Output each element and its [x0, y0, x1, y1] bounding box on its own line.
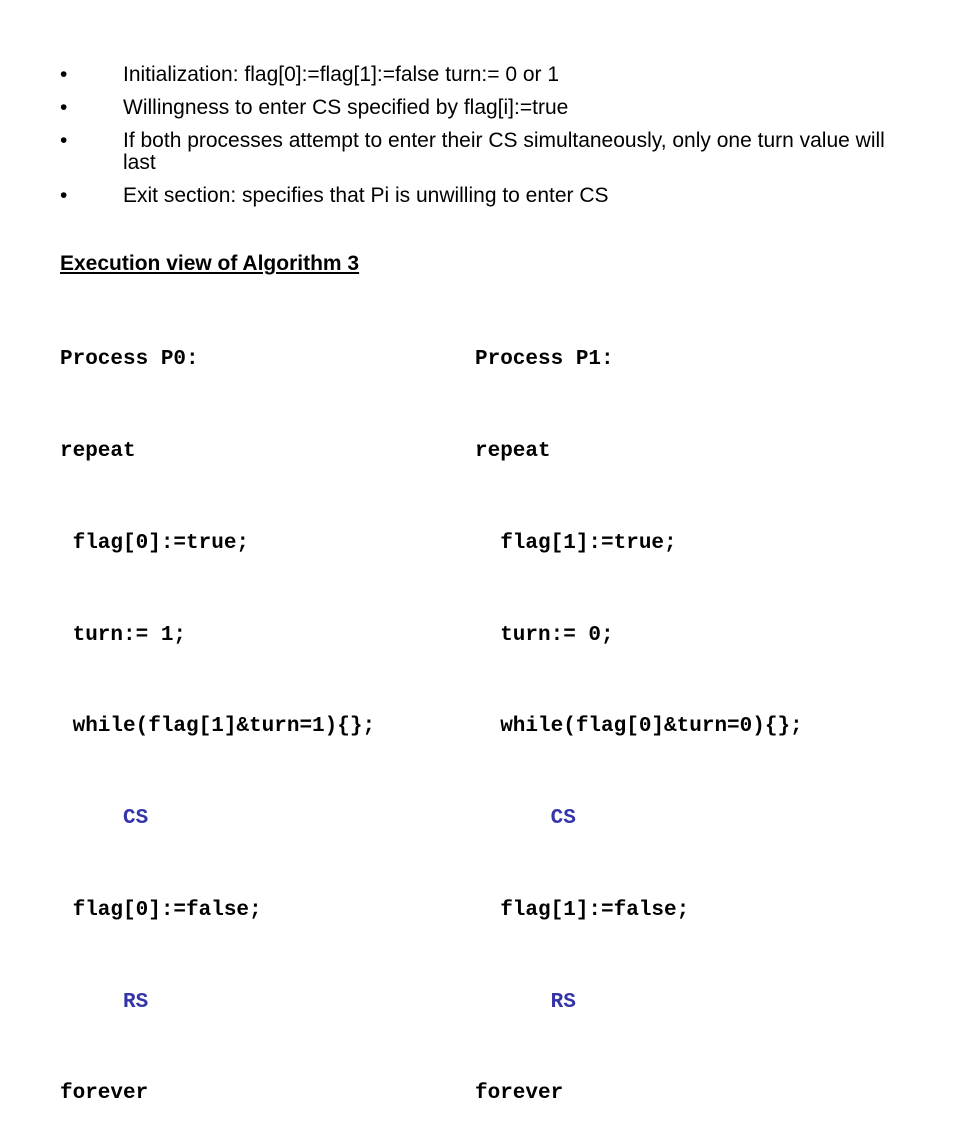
code-line-flag-set: flag[0]:=true; [60, 531, 250, 555]
code-line-critical-section: CS [475, 807, 576, 831]
code-line-repeat: repeat [60, 439, 136, 463]
bullet-dot: • [60, 129, 68, 152]
code-line-remainder-section: RS [475, 990, 576, 1014]
code-line-critical-section: CS [60, 807, 149, 831]
bullet-list: • Initialization: flag[0]:=flag[1]:=fals… [60, 64, 900, 218]
bullet-text: Willingness to enter CS specified by fla… [123, 96, 569, 119]
code-line-remainder-section: RS [60, 990, 149, 1014]
bullet-dot: • [60, 63, 68, 86]
process-p0-code: Process P0: repeat flag[0]:=true; turn:=… [60, 284, 375, 1141]
process-header: Process P0: [60, 348, 199, 372]
bullet-text: Exit section: specifies that Pi is unwil… [123, 184, 609, 207]
code-line-flag-clear: flag[0]:=false; [60, 898, 262, 922]
code-line-turn: turn:= 0; [475, 623, 614, 647]
bullet-dot: • [60, 184, 68, 207]
bullet-item: • Exit section: specifies that Pi is unw… [60, 185, 900, 207]
code-line-flag-clear: flag[1]:=false; [475, 898, 690, 922]
code-line-forever: forever [475, 1082, 564, 1106]
process-header: Process P1: [475, 348, 614, 372]
code-line-while: while(flag[0]&turn=0){}; [475, 715, 803, 739]
bullet-item: • Initialization: flag[0]:=flag[1]:=fals… [60, 64, 900, 86]
bullet-item: • If both processes attempt to enter the… [60, 130, 900, 174]
process-p1-code: Process P1: repeat flag[1]:=true; turn:=… [475, 284, 803, 1141]
section-title: Execution view of Algorithm 3 [60, 252, 360, 275]
bullet-text: Initialization: flag[0]:=flag[1]:=false … [123, 63, 560, 86]
code-line-flag-set: flag[1]:=true; [475, 531, 677, 555]
code-line-repeat: repeat [475, 439, 551, 463]
code-line-turn: turn:= 1; [60, 623, 187, 647]
bullet-dot: • [60, 96, 68, 119]
code-line-while: while(flag[1]&turn=1){}; [60, 715, 376, 739]
bullet-text: If both processes attempt to enter their… [123, 129, 885, 174]
bullet-item: • Willingness to enter CS specified by f… [60, 97, 900, 119]
code-line-forever: forever [60, 1082, 149, 1106]
